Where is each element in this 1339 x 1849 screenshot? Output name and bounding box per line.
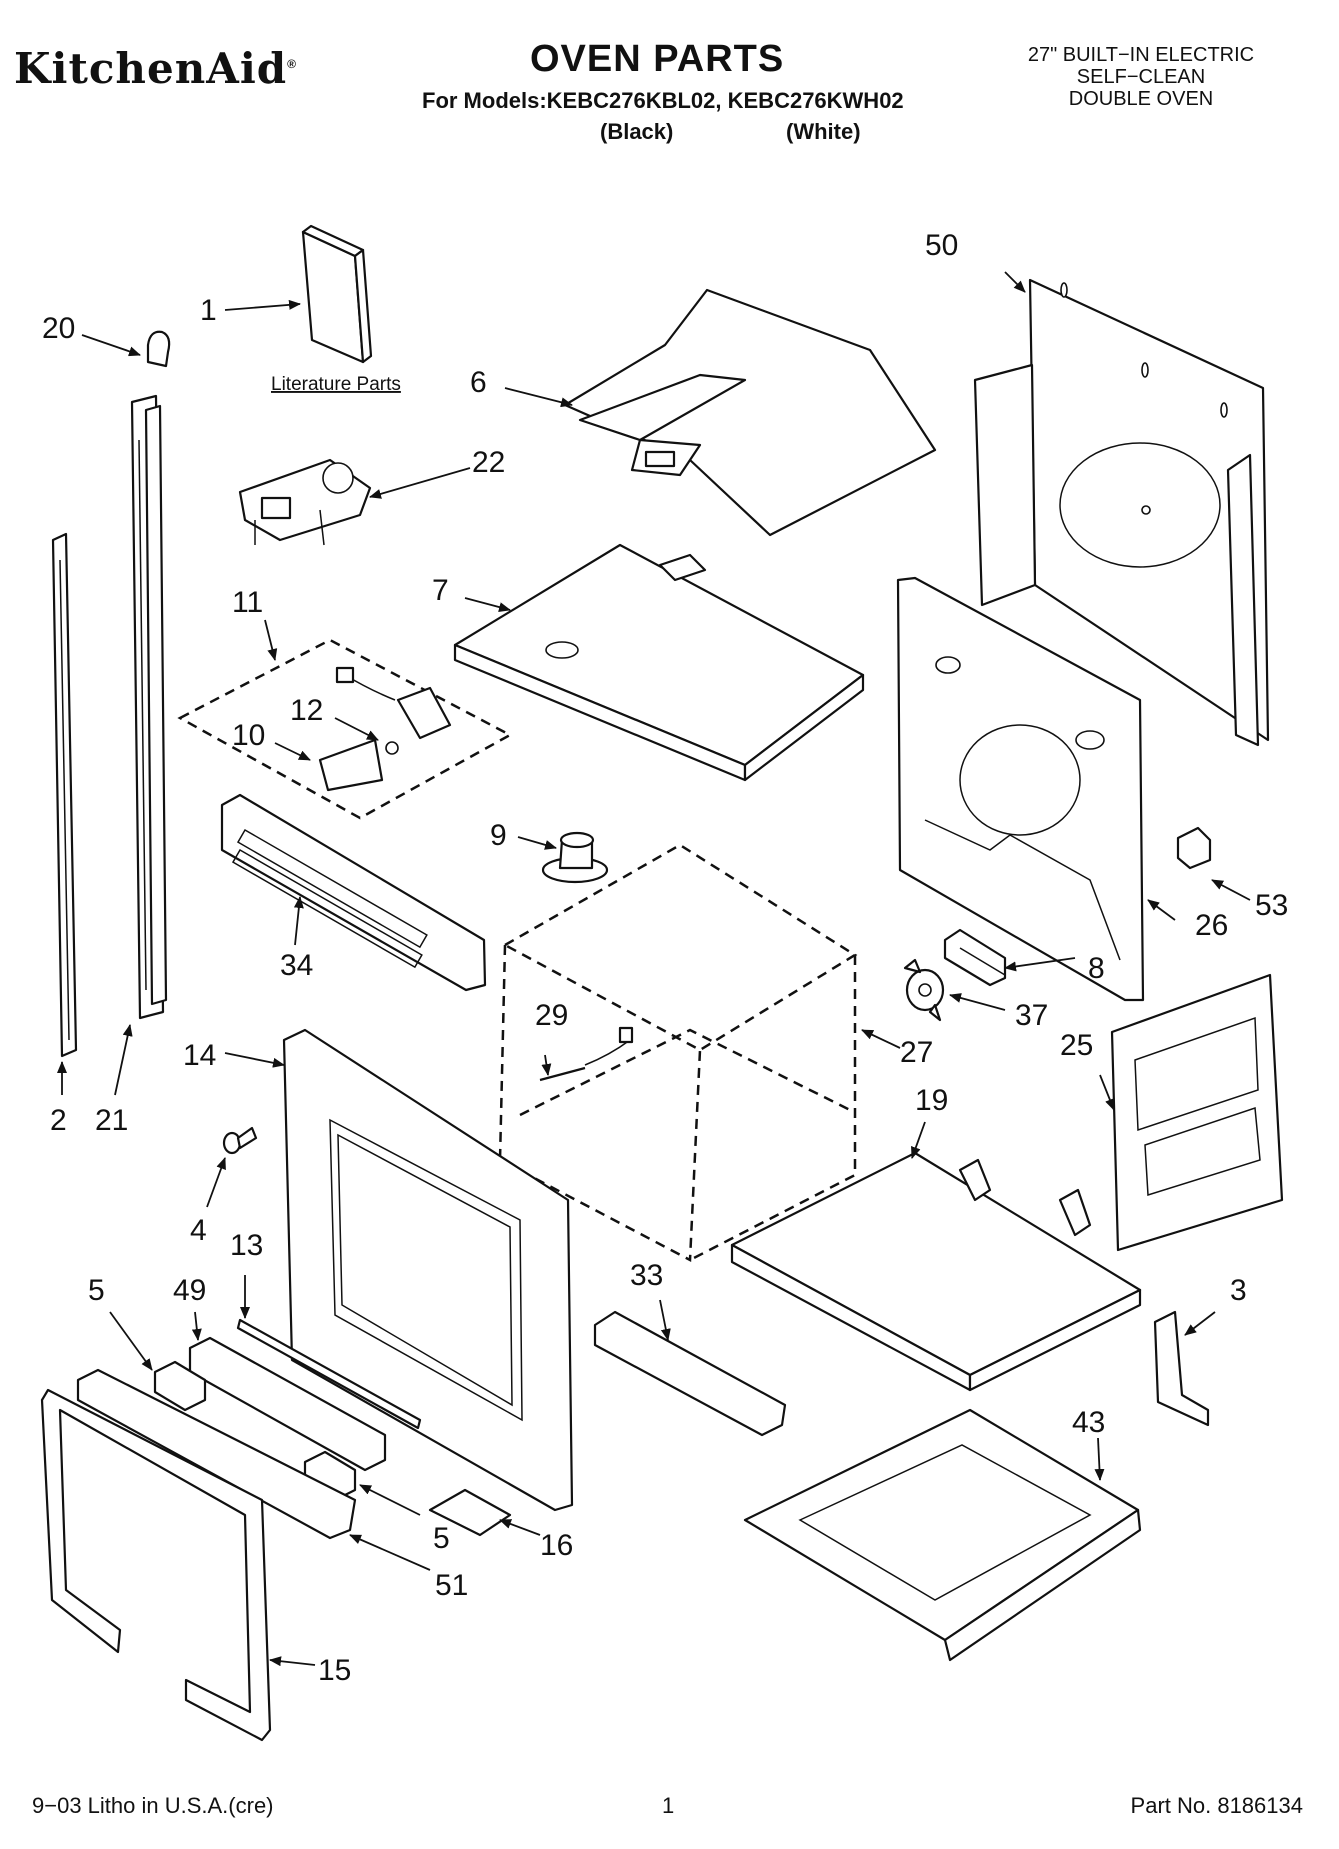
callout-11: 11: [232, 586, 263, 619]
part-25-side-panel: [1110, 973, 1284, 1252]
callout-3: 3: [1230, 1274, 1247, 1307]
variant-black: (Black): [600, 119, 674, 144]
footer-part-number: Part No. 8186134: [1130, 1793, 1303, 1818]
part-37-thermal-fuse: [903, 958, 945, 1022]
part-53-bracket: [1176, 826, 1212, 870]
footer-litho: 9−03 Litho in U.S.A.(cre): [32, 1793, 274, 1818]
part-15-door-gasket: [40, 1388, 272, 1742]
callout-29: 29: [535, 999, 568, 1032]
brand-logo: KitchenAid®: [14, 44, 297, 93]
callout-5-upper: 5: [88, 1274, 105, 1307]
models-line: For Models:KEBC276KBL02, KEBC276KWH02: [422, 88, 904, 113]
callout-27: 27: [900, 1036, 933, 1069]
footer-page-number: 1: [662, 1793, 675, 1818]
part-34-vent-grille: [220, 793, 487, 992]
callout-10: 10: [232, 719, 265, 752]
callout-14: 14: [183, 1039, 216, 1072]
callout-19: 19: [915, 1084, 948, 1117]
callout-6: 6: [470, 366, 487, 399]
part-3-bracket: [1153, 1310, 1210, 1427]
spec-line-3: DOUBLE OVEN: [1068, 88, 1214, 110]
callout-13: 13: [230, 1229, 263, 1262]
callout-50: 50: [925, 229, 958, 262]
part-21-side-trim: [130, 394, 168, 1020]
page-title: OVEN PARTS: [530, 38, 785, 80]
part-29-oven-sensor: [539, 1026, 634, 1082]
callout-26: 26: [1195, 909, 1228, 942]
part-51-trim-rail: [76, 1368, 357, 1540]
callout-53: 53: [1255, 889, 1288, 922]
literature-parts-label: Literature Parts: [271, 374, 401, 395]
part-27-oven-cavity: [498, 843, 858, 1263]
leader-lines: [57, 271, 1251, 1667]
part-11-light-kit: [177, 638, 513, 820]
callout-4: 4: [190, 1214, 207, 1247]
callout-8: 8: [1088, 952, 1105, 985]
part-43-base-tray: [743, 1408, 1142, 1662]
part-2-left-trim: [51, 532, 78, 1058]
part-33-channel: [593, 1310, 787, 1437]
callout-51: 51: [435, 1569, 468, 1602]
callout-20: 20: [42, 312, 75, 345]
spec-line-1: 27" BUILT−IN ELECTRIC: [1027, 44, 1255, 66]
callout-1: 1: [200, 294, 217, 327]
part-26-rear-frame: [896, 576, 1145, 1002]
callout-22: 22: [472, 446, 505, 479]
part-7-top-cover: [453, 543, 865, 782]
callout-25: 25: [1060, 1029, 1093, 1062]
callout-21: 21: [95, 1104, 128, 1137]
part-22-latch-assembly: [238, 458, 372, 546]
part-16-plate: [428, 1488, 512, 1537]
part-13-seal-strip: [236, 1318, 422, 1430]
part-20-clip: [146, 330, 171, 368]
callout-16: 16: [540, 1529, 573, 1562]
part-4-screw: [222, 1126, 258, 1155]
callouts: 1 20 6 22 50 11 12 10 7 34 9 26 53 8 37 …: [42, 229, 1288, 1687]
callout-5-lower: 5: [433, 1522, 450, 1555]
callout-34: 34: [280, 949, 313, 982]
part-8-terminal-block: [943, 928, 1007, 987]
part-5-block-upper: [153, 1360, 207, 1412]
variant-white: (White): [786, 119, 861, 144]
callout-7: 7: [432, 574, 449, 607]
callout-15: 15: [318, 1654, 351, 1687]
spec-block: 27" BUILT−IN ELECTRIC SELF−CLEAN DOUBLE …: [1001, 44, 1281, 110]
callout-43: 43: [1072, 1406, 1105, 1439]
part-9-element-bulb: [541, 831, 609, 884]
part-1-literature: [301, 224, 373, 364]
callout-33: 33: [630, 1259, 663, 1292]
part-50-back-panel: [973, 278, 1270, 747]
spec-line-2: SELF−CLEAN: [1076, 66, 1206, 88]
callout-2: 2: [50, 1104, 67, 1137]
callout-49: 49: [173, 1274, 206, 1307]
callout-37: 37: [1015, 999, 1048, 1032]
part-19-bottom-panel: [730, 1151, 1142, 1392]
callout-12: 12: [290, 694, 323, 727]
part-6-vent-duct: [563, 288, 937, 537]
callout-9: 9: [490, 819, 507, 852]
